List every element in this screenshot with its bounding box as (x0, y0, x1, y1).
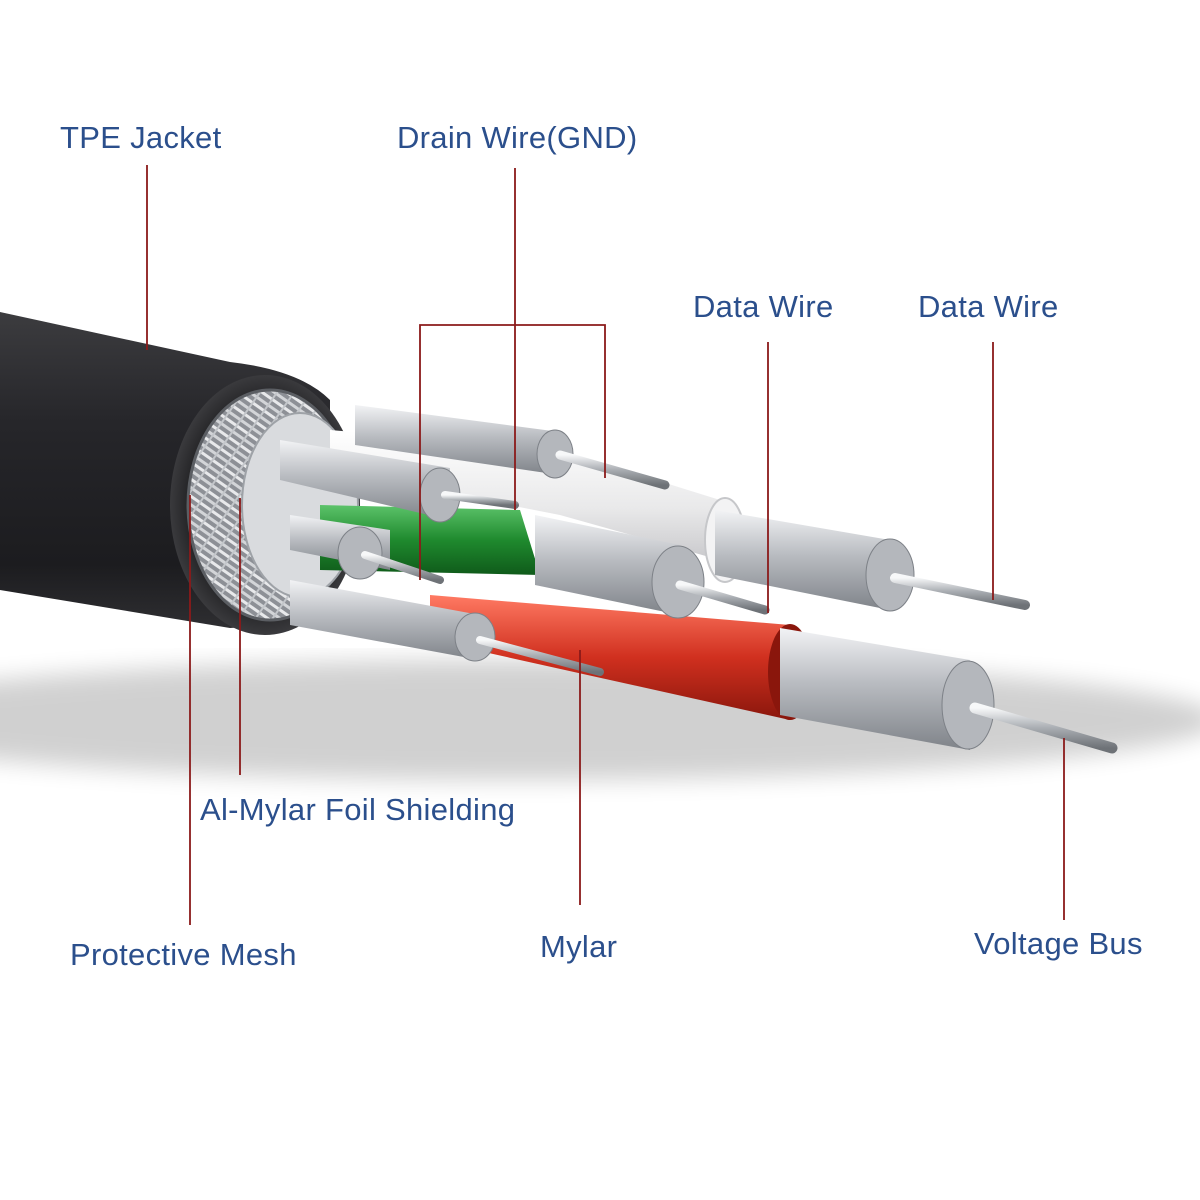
white-data-conductor (330, 430, 720, 560)
label-voltage-bus: Voltage Bus (974, 926, 1143, 961)
label-tpe-jacket: TPE Jacket (60, 120, 222, 155)
label-data-wire-2: Data Wire (918, 289, 1059, 324)
label-data-wire-1: Data Wire (693, 289, 834, 324)
label-protective-mesh: Protective Mesh (70, 937, 297, 972)
leader-drain-bracket (419, 324, 606, 580)
label-drain-wire: Drain Wire(GND) (397, 120, 638, 155)
leader-lines (146, 165, 1065, 925)
label-mylar: Mylar (540, 929, 618, 964)
label-foil-shielding: Al-Mylar Foil Shielding (200, 792, 516, 827)
